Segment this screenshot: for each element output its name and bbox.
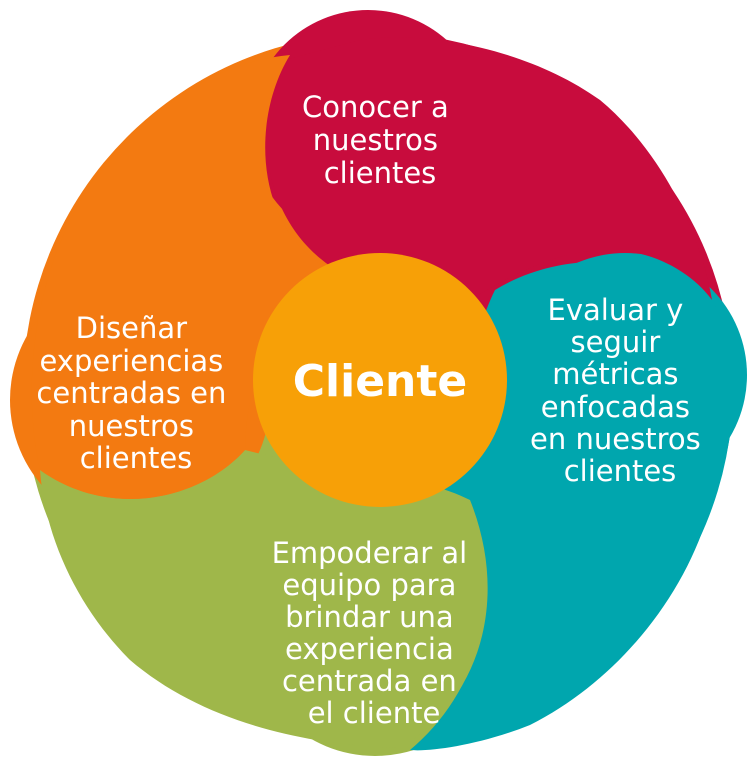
segment-bottom-line: experiencia [285,632,454,666]
segment-right-label: Evaluar y seguir métricas enfocadas en n… [530,293,710,488]
center-circle [253,253,507,507]
segment-left-line: nuestros [69,409,194,443]
segment-bottom-line: equipo para [282,568,456,602]
segment-left-line: experiencias [39,344,223,378]
segment-right-line: en nuestros [530,422,701,456]
segment-top-swirl [266,37,712,300]
center-label: Cliente [293,356,468,407]
segment-left-label: Diseñar experiencias centradas en nuestr… [36,311,235,475]
segment-right-line: Evaluar y [548,293,684,327]
segment-right-line: seguir [571,325,661,359]
segment-bottom-line: centrada en [282,664,457,698]
segment-top-line: clientes [324,156,437,190]
segment-bottom-line: el cliente [308,696,441,730]
segment-top-line: nuestros [313,123,438,157]
segment-right-line: métricas [552,357,678,391]
segment-left-swirl [31,55,330,499]
segment-top-label: Conocer a nuestros clientes [302,90,458,190]
segment-left-line: clientes [80,441,193,475]
segment-bottom-line: Empoderar al [272,536,468,570]
segment-right-line: clientes [564,454,677,488]
segment-left-line: centradas en [36,376,226,410]
segment-top-line: Conocer a [302,90,449,124]
segment-right-line: enfocadas [541,390,690,424]
segment-bottom-line: brindar una [285,600,454,634]
segment-bottom-label: Empoderar al equipo para brindar una exp… [272,536,477,730]
segment-left-line: Diseñar [76,311,187,345]
segment-bottom-swirl [40,450,488,748]
